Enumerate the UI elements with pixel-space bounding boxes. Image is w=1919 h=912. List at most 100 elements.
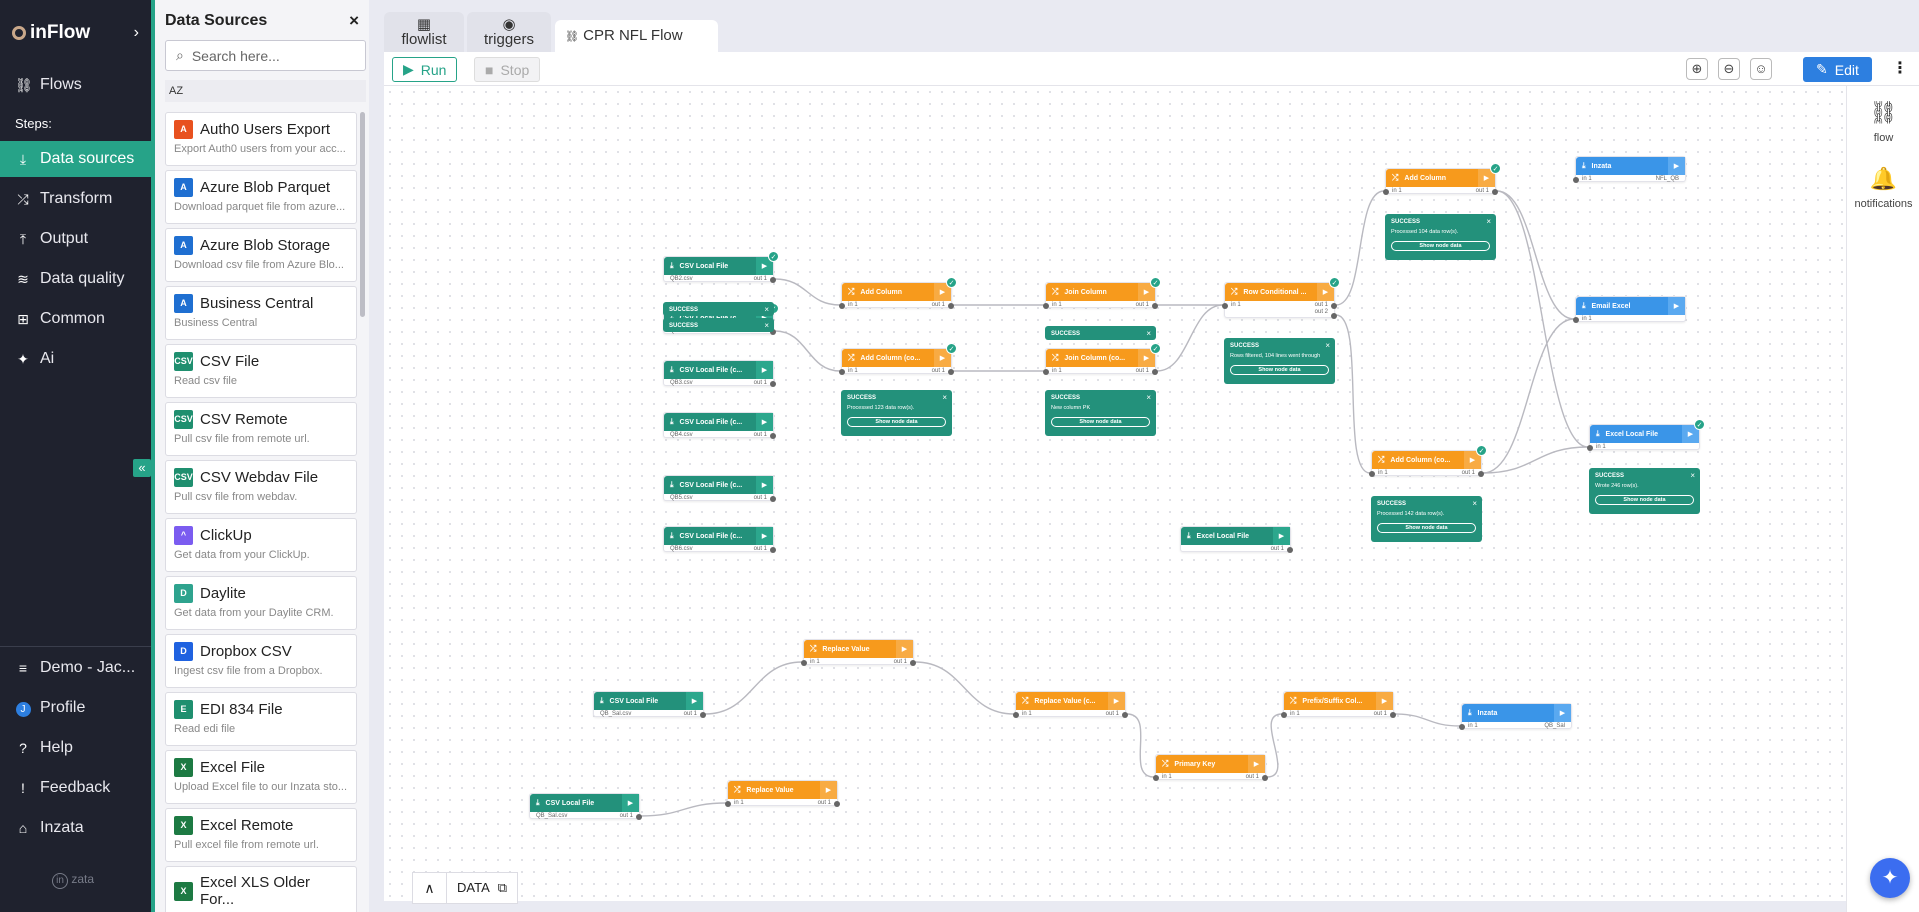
- input-port[interactable]: [1369, 471, 1375, 477]
- show-node-data-button[interactable]: Show node data: [1230, 365, 1329, 375]
- flow-panel-button[interactable]: ⛓flow: [1847, 100, 1919, 144]
- output-port[interactable]: [636, 814, 642, 820]
- nav-item-transform[interactable]: ⤮Transform: [0, 181, 151, 217]
- play-icon[interactable]: ▶: [1108, 692, 1125, 710]
- play-icon[interactable]: ▶: [1478, 169, 1495, 187]
- zoom-out-icon[interactable]: ⊖: [1718, 58, 1740, 80]
- input-port[interactable]: [1222, 303, 1228, 309]
- play-icon[interactable]: ▶: [756, 257, 773, 275]
- show-node-data-button[interactable]: Show node data: [1051, 417, 1150, 427]
- input-port[interactable]: [1013, 712, 1019, 718]
- output-port[interactable]: [1492, 189, 1498, 195]
- output-port[interactable]: [948, 369, 954, 375]
- play-icon[interactable]: ▶: [1668, 157, 1685, 175]
- sort-alpha-button[interactable]: AZ: [165, 80, 366, 102]
- edit-button[interactable]: ✎Edit: [1803, 57, 1872, 82]
- show-node-data-button[interactable]: Show node data: [1377, 523, 1476, 533]
- play-icon[interactable]: ▶: [622, 794, 639, 812]
- nav-item-inzata[interactable]: ⌂Inzata: [0, 810, 151, 846]
- play-icon[interactable]: ▶: [1668, 297, 1685, 315]
- close-icon[interactable]: ×: [764, 321, 769, 330]
- input-port[interactable]: [1573, 177, 1579, 183]
- play-icon[interactable]: ▶: [756, 361, 773, 379]
- play-icon[interactable]: ▶: [686, 692, 703, 710]
- flow-node[interactable]: ⤓Email Excel▶in 1: [1573, 296, 1686, 323]
- play-icon[interactable]: ▶: [1682, 425, 1699, 443]
- output-port[interactable]: [948, 303, 954, 309]
- output-port[interactable]: [834, 801, 840, 807]
- nav-item-output[interactable]: ⤒Output: [0, 221, 151, 257]
- input-port[interactable]: [725, 801, 731, 807]
- collapse-panel-icon[interactable]: «: [133, 459, 151, 477]
- output-port[interactable]: [770, 329, 776, 335]
- close-icon[interactable]: ×: [1325, 341, 1330, 350]
- play-icon[interactable]: ▶: [1464, 451, 1481, 469]
- play-icon[interactable]: ▶: [934, 283, 951, 301]
- play-icon[interactable]: ▶: [1248, 755, 1265, 773]
- output-port-2[interactable]: [1331, 313, 1337, 319]
- close-icon[interactable]: ×: [1690, 471, 1695, 480]
- ai-assistant-button[interactable]: ✦: [1870, 858, 1910, 898]
- nav-item-flows[interactable]: ⛓Flows: [0, 67, 151, 103]
- tab-cpr-nfl-flow[interactable]: ⛓ CPR NFL Flow: [555, 20, 718, 52]
- fit-view-icon[interactable]: ☺: [1750, 58, 1772, 80]
- input-port[interactable]: [1043, 369, 1049, 375]
- output-port[interactable]: [1390, 712, 1396, 718]
- input-port[interactable]: [1153, 775, 1159, 781]
- input-port[interactable]: [1573, 317, 1579, 323]
- show-node-data-button[interactable]: Show node data: [1391, 241, 1490, 251]
- panel-scrollbar[interactable]: [360, 112, 365, 317]
- stop-button[interactable]: ■Stop: [474, 57, 541, 82]
- close-icon[interactable]: ×: [1146, 329, 1151, 338]
- show-node-data-button[interactable]: Show node data: [847, 417, 946, 427]
- play-icon[interactable]: ▶: [896, 640, 913, 658]
- nav-item-workspace[interactable]: ≡Demo - Jac...: [0, 650, 151, 686]
- chevron-up-icon[interactable]: ∧: [413, 873, 447, 903]
- play-icon[interactable]: ▶: [820, 781, 837, 799]
- play-icon[interactable]: ▶: [1273, 527, 1290, 545]
- play-icon[interactable]: ▶: [1138, 283, 1155, 301]
- play-icon[interactable]: ▶: [756, 527, 773, 545]
- play-icon[interactable]: ▶: [756, 476, 773, 494]
- show-node-data-button[interactable]: Show node data: [1595, 495, 1694, 505]
- play-icon[interactable]: ▶: [934, 349, 951, 367]
- close-icon[interactable]: ×: [942, 393, 947, 402]
- nav-item-data-quality[interactable]: ≋Data quality: [0, 261, 151, 297]
- input-port[interactable]: [839, 369, 845, 375]
- nav-item-data-sources[interactable]: ⤓Data sources: [0, 141, 151, 177]
- output-port[interactable]: [770, 433, 776, 439]
- play-icon[interactable]: ▶: [756, 413, 773, 431]
- nav-item-common[interactable]: ⊞Common: [0, 301, 151, 337]
- output-port[interactable]: [1152, 303, 1158, 309]
- input-port[interactable]: [801, 660, 807, 666]
- output-port[interactable]: [770, 277, 776, 283]
- close-icon[interactable]: ×: [349, 11, 359, 30]
- nav-item-ai[interactable]: ✦Ai: [0, 341, 151, 377]
- nav-item-feedback[interactable]: !Feedback: [0, 770, 151, 806]
- output-port[interactable]: [700, 712, 706, 718]
